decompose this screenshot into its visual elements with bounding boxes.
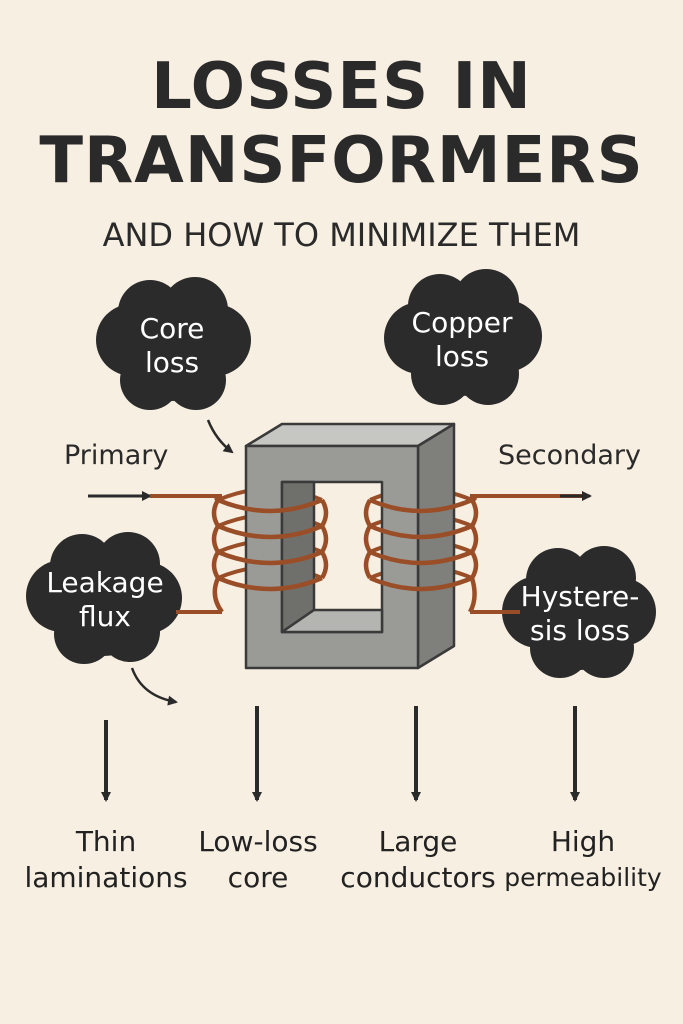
cloud-label-hysteresis-loss: Hystere- sis loss <box>520 580 640 647</box>
title-line-2: TRANSFORMERS <box>39 124 644 198</box>
secondary-coil <box>363 493 479 614</box>
solution-1: Thin laminations <box>24 825 188 894</box>
cloud-copper-loss <box>384 269 542 405</box>
solution-3: Large conductors <box>340 825 496 894</box>
cloud-label-core-loss: Core loss <box>139 312 205 379</box>
subtitle: AND HOW TO MINIMIZE THEM <box>102 216 581 254</box>
primary-coil <box>211 493 329 614</box>
secondary-label: Secondary <box>498 440 641 471</box>
solution-4: High permeability <box>504 825 662 892</box>
cloud-core-loss <box>96 277 251 410</box>
title-line-1: LOSSES IN <box>151 50 532 124</box>
cloud-hysteresis-loss <box>502 546 656 678</box>
cloud-label-copper-loss: Copper loss <box>411 306 513 373</box>
primary-label: Primary <box>64 440 169 471</box>
pointer-core-loss <box>206 419 234 454</box>
cloud-leakage-flux <box>26 532 182 664</box>
solution-2: Low-loss core <box>198 825 318 894</box>
pointer-leakage-flux <box>130 667 178 706</box>
transformer-core <box>244 422 456 670</box>
cloud-label-leakage-flux: Leakage flux <box>46 566 164 633</box>
